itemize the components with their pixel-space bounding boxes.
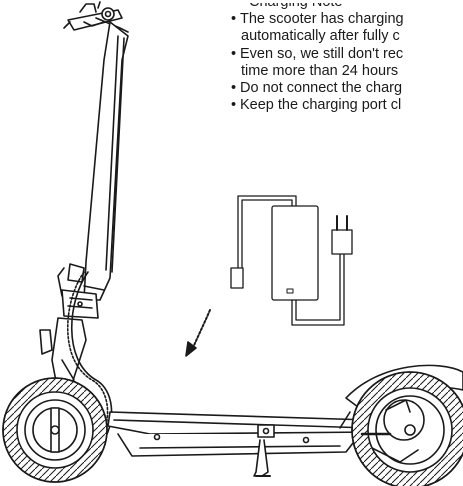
charging-notes-list: Charging Note •The scooter has charging …	[231, 0, 463, 114]
bullet-dot-icon: •	[231, 80, 237, 97]
bullet-dot-icon: •	[231, 45, 237, 62]
bullet-line: The scooter has charging	[240, 11, 404, 28]
bullet-item: •Even so, we still don't rec time more t…	[231, 46, 463, 80]
ac-plug-icon	[331, 229, 353, 255]
bullet-line: Even so, we still don't rec	[240, 45, 404, 62]
bullet-dot-icon: •	[231, 11, 237, 28]
rear-wheel	[351, 371, 463, 486]
bullet-item: •Do not connect the charg	[231, 80, 463, 97]
dc-plug-icon	[230, 267, 244, 289]
bullet-line: automatically after fully c	[241, 28, 400, 45]
bullet-line: time more than 24 hours	[241, 62, 399, 79]
charger-illustration	[230, 195, 353, 326]
handlebar	[63, 1, 129, 33]
power-adapter-icon	[271, 205, 319, 301]
steering-stem	[57, 21, 129, 301]
partial-heading: Charging Note	[231, 0, 463, 11]
arrow-icon	[185, 309, 211, 357]
deck	[107, 411, 375, 457]
bullet-item: •The scooter has charging automatically …	[231, 11, 463, 45]
front-fork	[39, 271, 113, 441]
kickstand	[253, 439, 271, 477]
bullet-dot-icon: •	[231, 97, 237, 114]
bullet-item: •Keep the charging port cl	[231, 97, 463, 114]
bullet-line: Do not connect the charg	[240, 80, 403, 97]
fold-latch	[61, 289, 99, 319]
front-wheel	[2, 377, 108, 483]
bullet-line: Keep the charging port cl	[240, 97, 402, 114]
partial-heading-text: Charging Note	[249, 0, 343, 10]
